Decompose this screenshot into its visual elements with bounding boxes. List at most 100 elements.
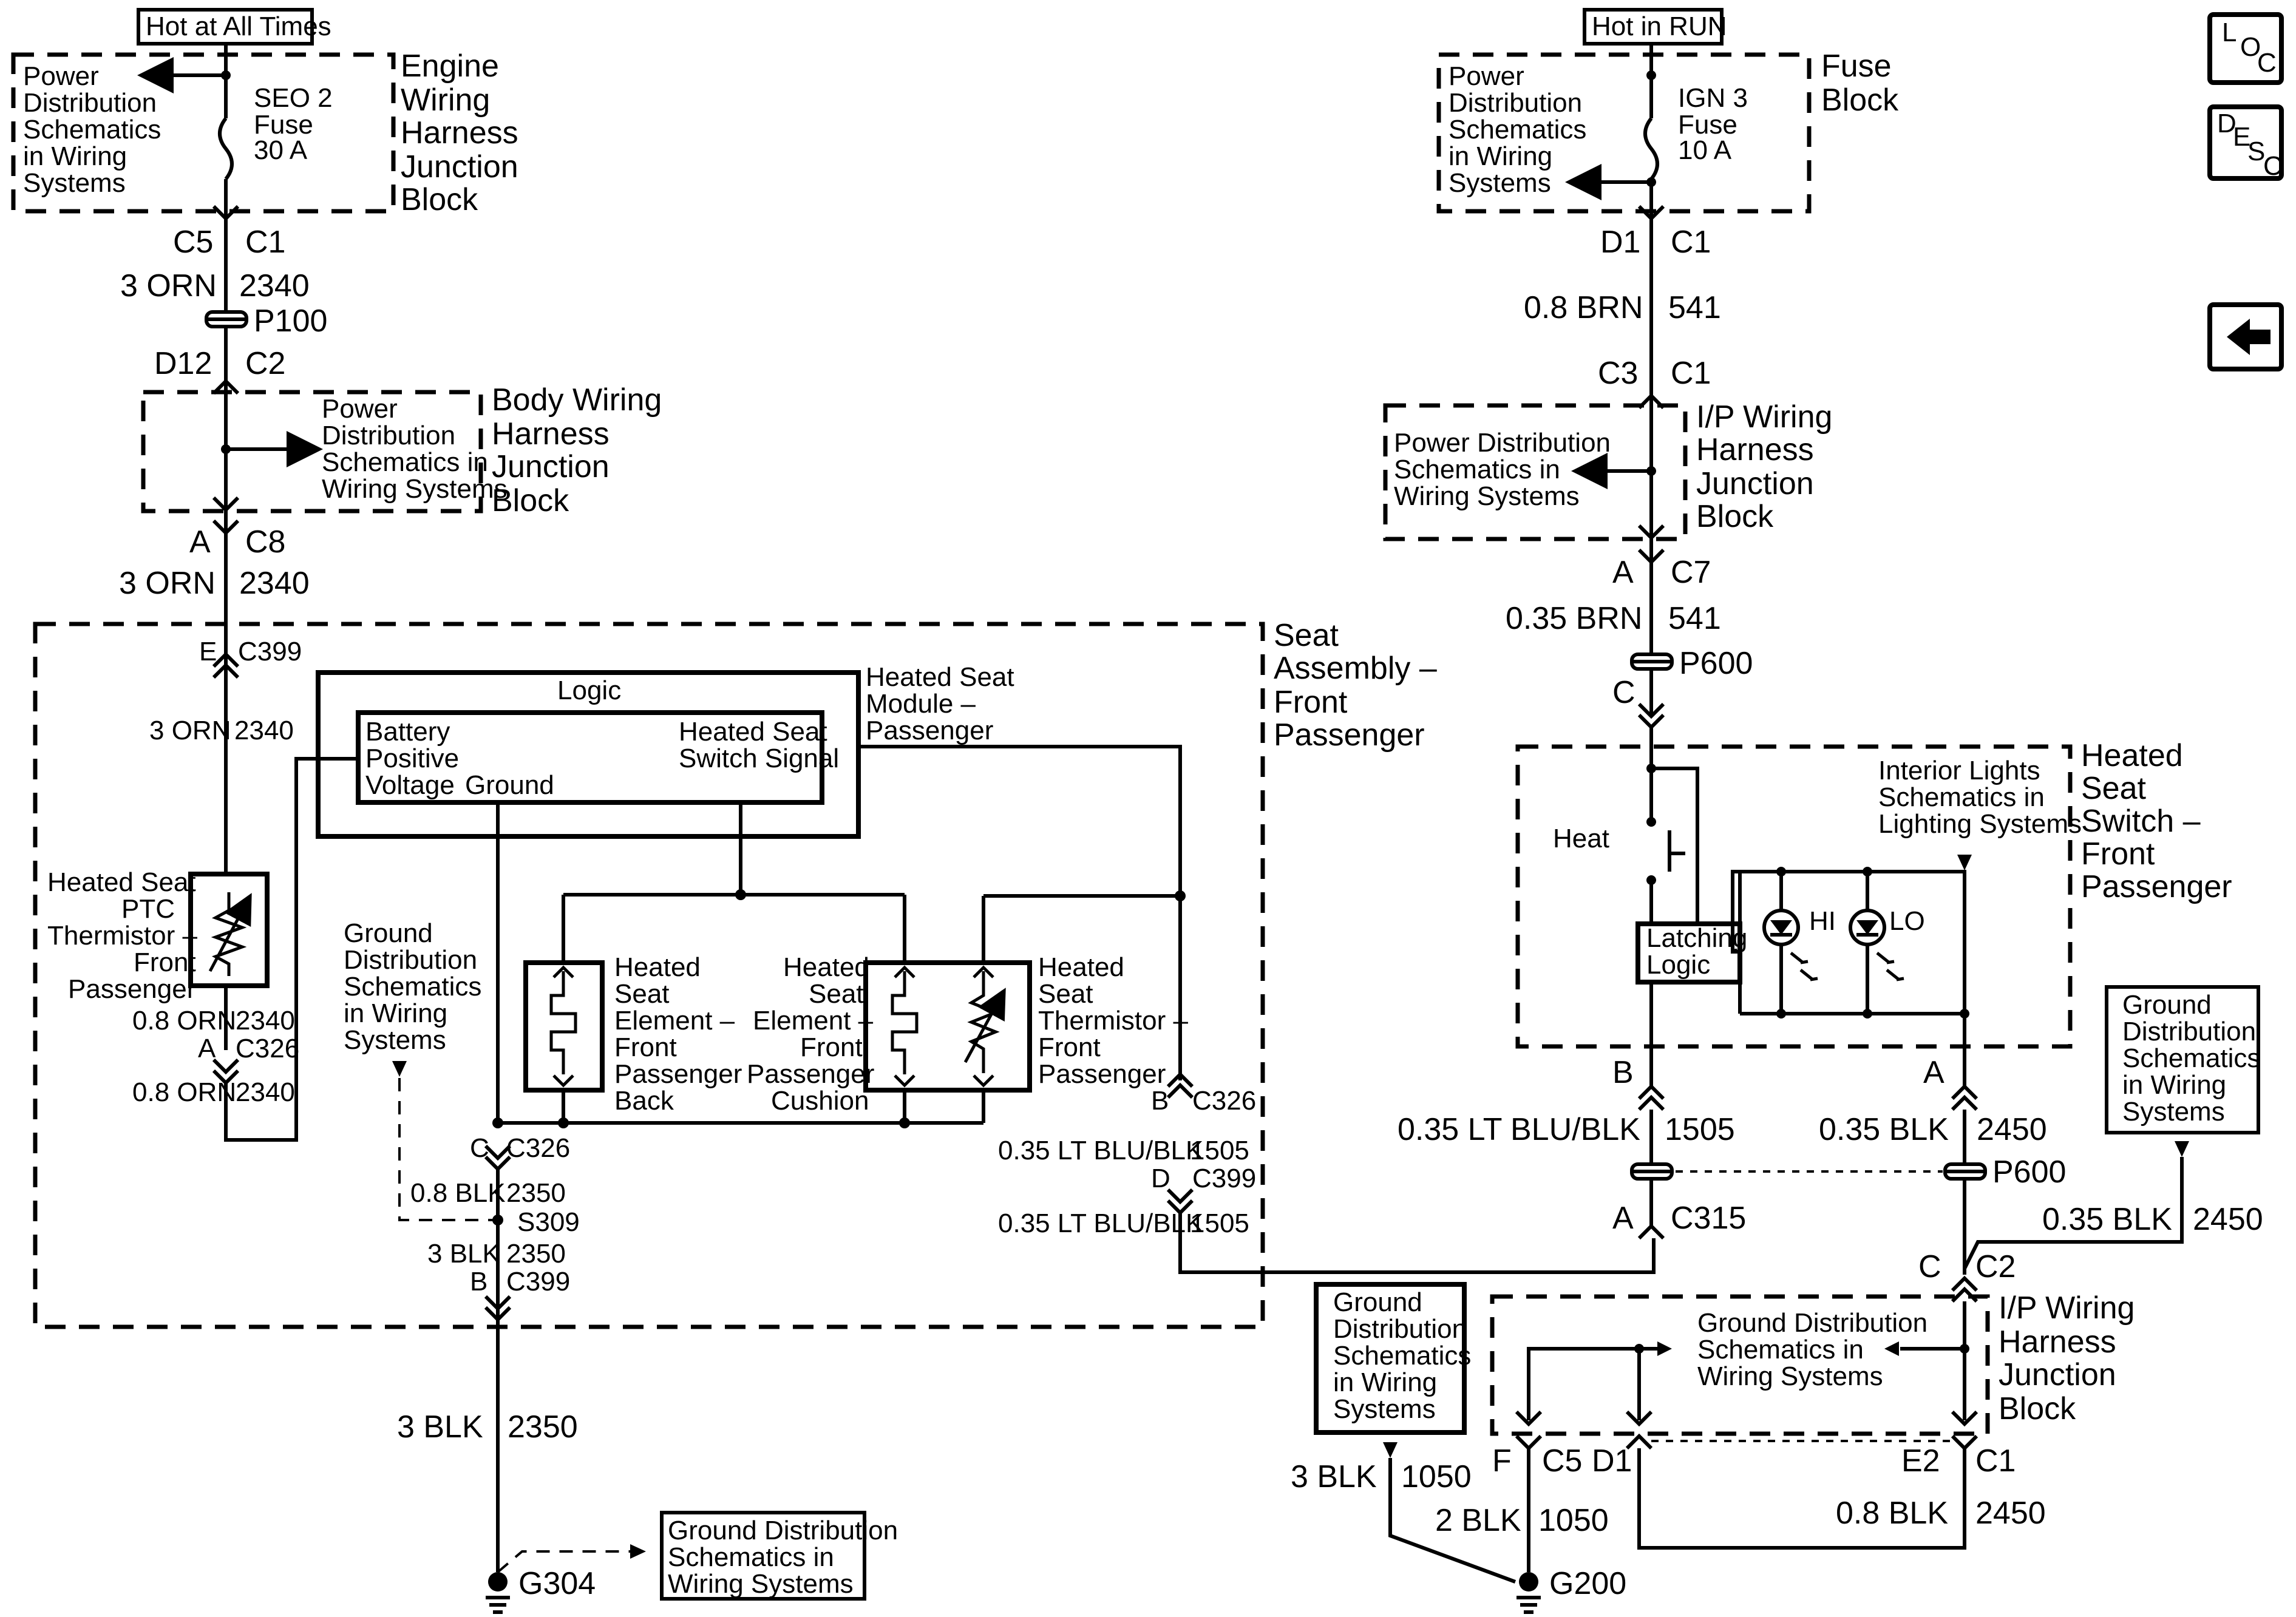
svg-text:Schematics in: Schematics in [1878, 782, 2045, 812]
svg-text:Element –: Element – [614, 1006, 735, 1036]
svg-text:Ground: Ground [2122, 990, 2212, 1020]
fuse-power-dist-text: Power Distribution Schematics in Wiring … [1449, 61, 1586, 198]
battery-positive-voltage-label: Battery Positive Voltage [365, 717, 459, 800]
splice-s309: S309 [517, 1207, 580, 1237]
back-button[interactable] [2207, 302, 2284, 371]
heated-seat-switch-outline [1515, 744, 2073, 1049]
svg-text:Passenger: Passenger [1274, 717, 1425, 753]
svg-text:Power Distribution: Power Distribution [1394, 428, 1611, 458]
body-junction-block-label: Body Wiring Harness Junction Block [492, 382, 662, 518]
wire-1050-b: 1050 [1538, 1503, 1609, 1538]
wire-08orn-b: 0.8 ORN [132, 1077, 236, 1107]
svg-text:Heated Seat: Heated Seat [47, 867, 196, 897]
svg-text:Schematics in: Schematics in [322, 447, 488, 477]
svg-text:Systems: Systems [344, 1025, 446, 1055]
svg-text:in Wiring: in Wiring [344, 998, 447, 1028]
connector-c3: C3 [1598, 356, 1638, 391]
ground-dist-bottom-label: Ground Distribution Schematics in Wiring… [668, 1516, 898, 1599]
ground-dist-right-label: Ground Distribution Schematics in Wiring… [2122, 990, 2260, 1127]
wire-ltblu-a: 0.35 LT BLU/BLK [998, 1136, 1203, 1165]
seat-assembly-outline [33, 622, 1265, 1329]
wire-2340-seat: 2340 [234, 716, 294, 745]
wire-2340: 2340 [239, 268, 310, 303]
wire-3blk-seat: 3 BLK [427, 1239, 500, 1269]
hot-in-run-label: Hot in RUN [1592, 12, 1727, 41]
svg-text:Module –: Module – [866, 689, 976, 719]
svg-text:Battery: Battery [365, 717, 450, 747]
svg-text:Ground Distribution: Ground Distribution [668, 1516, 898, 1545]
svg-text:Engine: Engine [401, 49, 499, 84]
svg-text:Cushion: Cushion [771, 1086, 869, 1116]
connector-e2: E2 [1901, 1443, 1940, 1479]
svg-text:Block: Block [1821, 83, 1899, 118]
svg-text:Switch –: Switch – [2081, 804, 2201, 839]
svg-text:Distribution: Distribution [1333, 1314, 1467, 1344]
svg-text:10 A: 10 A [1678, 135, 1732, 165]
svg-text:Passenger: Passenger [614, 1059, 742, 1089]
svg-text:in Wiring: in Wiring [2122, 1070, 2226, 1100]
svg-text:Systems: Systems [23, 168, 126, 198]
wire-08blk: 0.8 BLK [410, 1178, 506, 1208]
svg-text:Schematics in: Schematics in [668, 1542, 834, 1572]
svg-text:L: L [2222, 18, 2237, 47]
connector-a-c326: A [198, 1034, 216, 1063]
svg-text:Distribution: Distribution [2122, 1017, 2256, 1046]
connector-d: D [1151, 1164, 1170, 1193]
svg-text:Block: Block [492, 483, 569, 518]
wire-2350-b: 2350 [506, 1239, 566, 1269]
svg-text:Passenger: Passenger [1038, 1059, 1166, 1089]
svg-text:Junction: Junction [1999, 1357, 2116, 1392]
svg-text:Wiring Systems: Wiring Systems [668, 1569, 854, 1599]
seo2-fuse-label: SEO 2 Fuse 30 A [254, 83, 333, 165]
heated-seat-module-label: Heated Seat Module – Passenger [866, 662, 1014, 745]
wire-2450: 2450 [1977, 1112, 2047, 1147]
ip-junction-block-bottom-label: I/P Wiring Harness Junction Block [1999, 1290, 2135, 1426]
connector-a: A [189, 524, 211, 560]
wire-2340-2: 2340 [239, 566, 310, 601]
wire-ltblu-switch: 0.35 LT BLU/BLK [1398, 1112, 1640, 1147]
svg-text:C: C [2257, 48, 2277, 78]
ip-junction-block-outline [1383, 403, 1688, 541]
connector-c7: C7 [1671, 555, 1711, 590]
wire-1505-b: 1505 [1190, 1209, 1249, 1238]
connector-c5: C5 [173, 225, 213, 260]
svg-text:Distribution: Distribution [1449, 88, 1582, 118]
heated-seat-back-element-icon [549, 971, 577, 1074]
svg-text:Harness: Harness [492, 416, 610, 452]
desc-button[interactable]: D E S C [2207, 104, 2284, 181]
svg-text:Ground: Ground [344, 918, 433, 948]
svg-text:S: S [2247, 137, 2265, 166]
engine-power-dist-text: Power Distribution Schematics in Wiring … [23, 61, 161, 198]
svg-text:Switch Signal: Switch Signal [679, 744, 839, 773]
loc-button[interactable]: L O C [2207, 12, 2284, 85]
ground-dist-mid-label: Ground Distribution Schematics in Wiring… [1333, 1287, 1471, 1424]
svg-text:Wiring Systems: Wiring Systems [322, 474, 508, 504]
wire-2450-b: 2450 [2193, 1202, 2263, 1237]
wire-2350-bottom: 2350 [508, 1409, 578, 1445]
connector-c5-right: C5 [1542, 1443, 1582, 1479]
svg-text:Schematics: Schematics [1333, 1341, 1471, 1371]
wire-ltblu-b: 0.35 LT BLU/BLK [998, 1209, 1203, 1238]
svg-text:Seat: Seat [2081, 771, 2147, 806]
connector-b-right: B [1151, 1086, 1169, 1116]
connector-d12: D12 [154, 346, 212, 381]
svg-text:Block: Block [1696, 499, 1774, 534]
svg-text:Schematics: Schematics [1449, 115, 1586, 144]
wire-2350-a: 2350 [506, 1178, 566, 1208]
svg-text:Systems: Systems [1449, 168, 1551, 198]
svg-text:Heated Seat: Heated Seat [866, 662, 1014, 692]
wire-3orn-2: 3 ORN [119, 566, 216, 601]
heated-seat-thermistor-label: Heated Seat Thermistor – Front Passenger [1038, 952, 1188, 1089]
connector-c-right: C [1612, 675, 1635, 710]
ground-dist-bottom-box [660, 1511, 866, 1601]
svg-text:Ground: Ground [1333, 1287, 1422, 1317]
heated-seat-switch-label: Heated Seat Switch – Front Passenger [2081, 738, 2232, 904]
svg-text:in Wiring: in Wiring [23, 141, 127, 171]
svg-text:Junction: Junction [401, 149, 518, 185]
ip-power-dist-text: Power Distribution Schematics in Wiring … [1394, 428, 1611, 511]
svg-text:Power: Power [1449, 61, 1524, 91]
svg-text:Heated: Heated [614, 952, 701, 982]
svg-text:Lighting Systems: Lighting Systems [1878, 809, 2082, 839]
wire-2340-a: 2340 [236, 1006, 295, 1036]
